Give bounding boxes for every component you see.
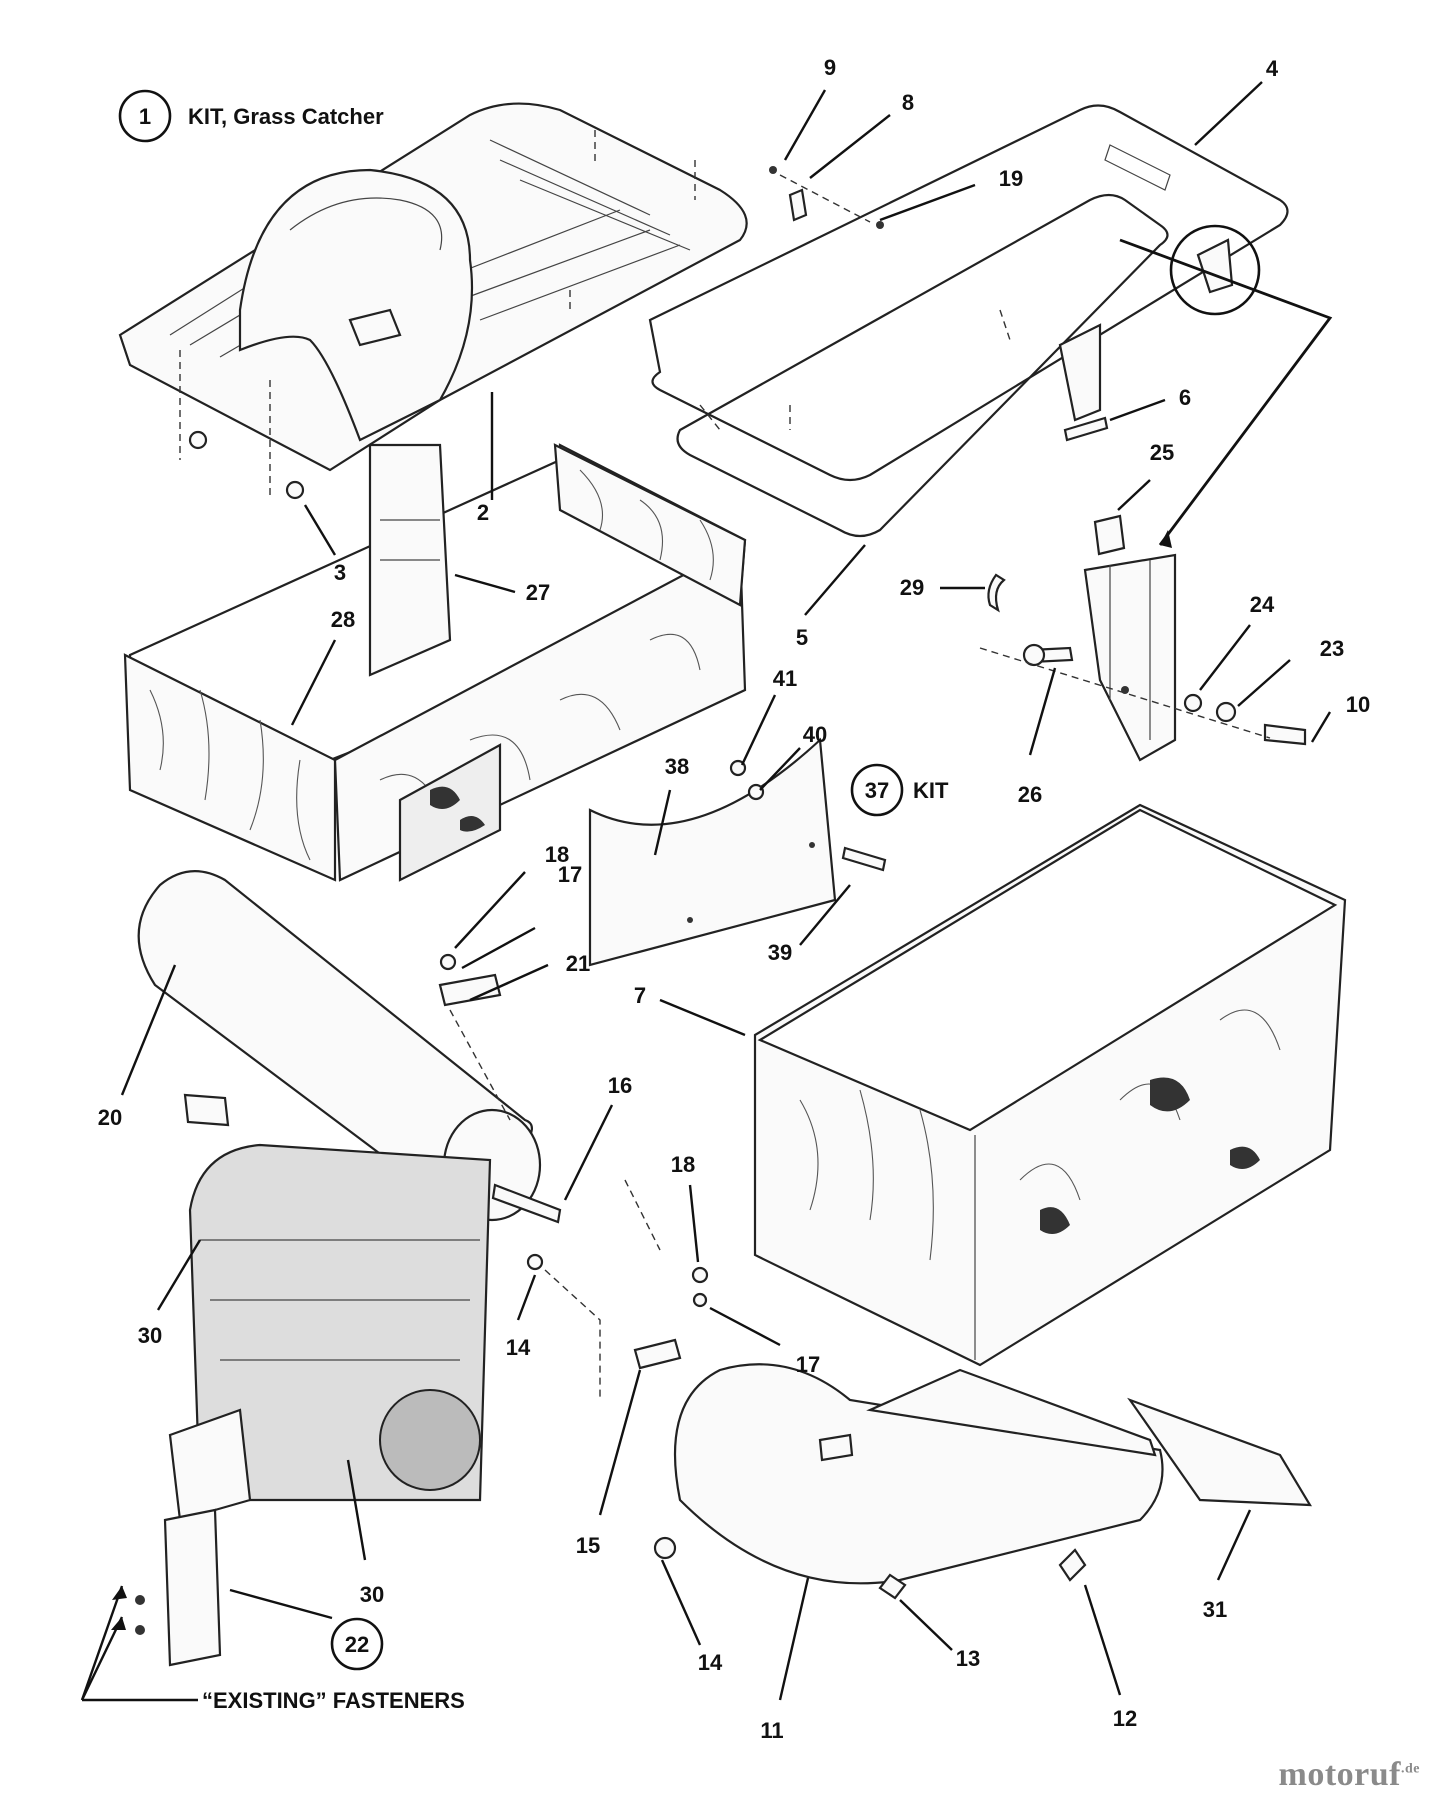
mower-chute [633,1266,1312,1600]
callout-12-label: 12 [1113,1706,1137,1731]
callout-25: 25 [1117,440,1174,511]
callout-23-label: 23 [1320,636,1344,661]
callout-17b-label: 17 [796,1352,820,1377]
watermark-logo: motoruf.de [1279,1756,1420,1794]
watermark-domain: .de [1401,1761,1420,1777]
catcher-top-bag [123,443,747,882]
kit-37-label: 37 KIT [850,763,949,817]
callout-27: 27 [454,573,550,605]
callout-5: 5 [796,544,866,650]
callout-41-label: 41 [773,666,797,691]
callout-20: 20 [98,964,177,1130]
callout-14b: 14 [660,1559,723,1675]
callout-26-label: 26 [1018,782,1042,807]
callout-17a: 17 [461,862,582,970]
callout-21: 21 [469,951,590,1002]
callout-19-label: 19 [999,166,1023,191]
callout-29-label: 29 [900,575,924,600]
callout-39: 39 [768,884,851,965]
discharge-tube [137,870,661,1400]
kit-22-number: 22 [345,1632,369,1657]
callout-4: 4 [1194,56,1279,146]
callout-40-label: 40 [803,722,827,747]
callout-18b: 18 [671,1152,700,1263]
callout-14b-label: 14 [698,1650,723,1675]
kit-1-title: KIT, Grass Catcher [188,104,384,129]
kit-1-label: 1 KIT, Grass Catcher [118,89,384,143]
callout-38: 38 [653,754,689,856]
callout-5-label: 5 [796,625,808,650]
callout-41: 41 [740,666,797,766]
callout-29: 29 [900,575,985,600]
kit-37-number: 37 [865,778,889,803]
callout-8: 8 [809,90,914,179]
callout-18a: 18 [454,842,569,949]
callout-14a-label: 14 [506,1335,531,1360]
callout-9-label: 9 [824,55,836,80]
grass-bag [753,803,1347,1367]
callout-2-label: 2 [477,500,489,525]
callout-4-label: 4 [1266,56,1279,81]
callout-16: 16 [563,1073,632,1201]
callout-30a-label: 30 [138,1323,162,1348]
callout-3-label: 3 [334,560,346,585]
callout-18b-label: 18 [671,1152,695,1177]
callout-2: 2 [477,392,494,525]
callout-11: 11 [760,1577,810,1743]
callout-31: 31 [1203,1509,1252,1622]
callout-21-label: 21 [566,951,590,976]
callout-13-label: 13 [956,1646,980,1671]
callout-14a: 14 [506,1274,537,1360]
callout-3: 3 [303,504,346,585]
callout-26: 26 [1018,667,1057,807]
callout-23: 23 [1237,636,1344,707]
mower-inset [135,1093,492,1667]
callout-11-label: 11 [760,1718,783,1743]
existing-fasteners-note: “EXISTING” FASTENERS [80,1585,465,1713]
callout-10-label: 10 [1346,692,1370,717]
callout-7: 7 [634,983,746,1037]
callout-20-label: 20 [98,1105,122,1130]
callout-39-label: 39 [768,940,792,965]
existing-fasteners-label: “EXISTING” FASTENERS [202,1688,465,1713]
callout-24: 24 [1199,592,1275,691]
callout-10: 10 [1310,692,1370,743]
catcher-frame [648,104,1333,548]
callout-6-label: 6 [1179,385,1191,410]
callout-7-label: 7 [634,983,646,1008]
callout-13: 13 [899,1599,980,1671]
callout-30a: 30 [138,1239,202,1348]
callout-18a-label: 18 [545,842,569,867]
callout-17a-label: 17 [558,862,582,887]
catcher-lid [118,102,748,500]
callout-8-label: 8 [902,90,914,115]
callout-30b: 30 [346,1459,384,1607]
callout-12: 12 [1083,1584,1137,1731]
callout-27-label: 27 [526,580,550,605]
callout-30b-label: 30 [360,1582,384,1607]
hinge-hardware [769,166,1307,762]
kit-22-label: 22 [229,1588,384,1671]
callout-38-label: 38 [665,754,689,779]
deflector-plate [588,737,887,967]
callout-16-label: 16 [608,1073,632,1098]
callout-9: 9 [783,55,836,161]
callout-28-label: 28 [331,607,355,632]
callout-17b: 17 [709,1306,820,1377]
watermark-name: motoruf [1278,1756,1401,1793]
kit-1-number: 1 [139,104,151,129]
callout-31-label: 31 [1203,1597,1227,1622]
callout-24-label: 24 [1250,592,1275,617]
callout-15: 15 [576,1369,642,1558]
callout-25-label: 25 [1150,440,1174,465]
kit-37-title: KIT [913,778,949,803]
callout-15-label: 15 [576,1533,600,1558]
callout-28: 28 [290,607,355,726]
callout-40: 40 [759,722,827,791]
callout-6: 6 [1109,385,1191,422]
callout-19: 19 [879,166,1023,222]
